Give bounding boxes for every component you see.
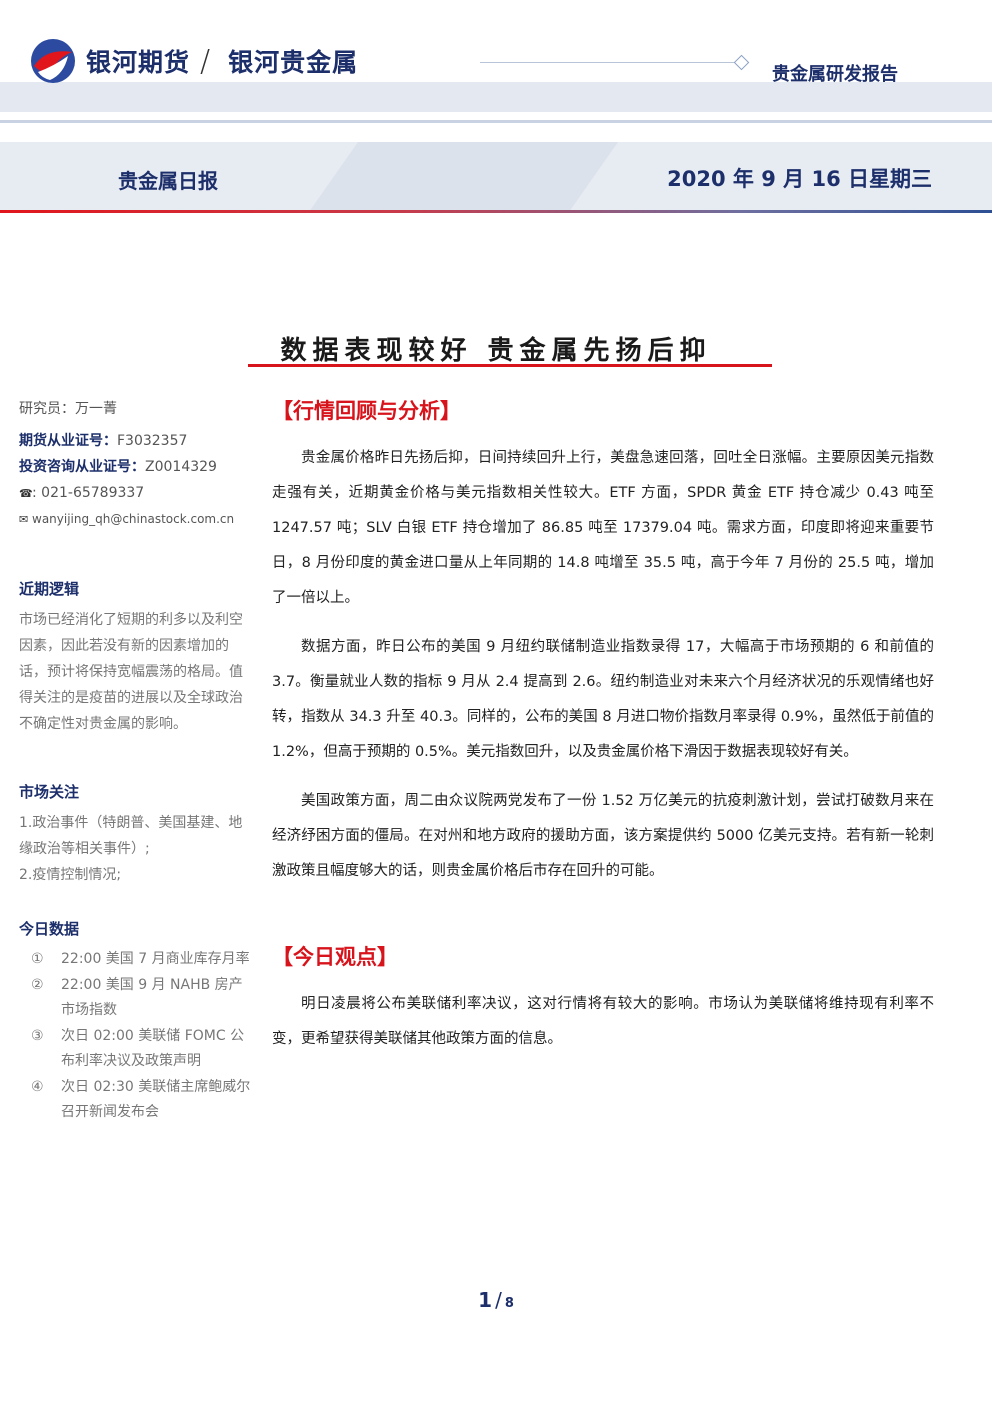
- researcher-label: 研究员：: [19, 401, 75, 417]
- header-divider: [0, 120, 992, 123]
- brand-name: 银河期货: [86, 48, 191, 77]
- sub-header-band: [0, 142, 992, 210]
- item-number: ②: [31, 977, 44, 993]
- page-current: 1: [478, 1288, 493, 1312]
- sub-brand-name: 银河贵金属: [228, 48, 359, 77]
- focus-item: 2.疫情控制情况;: [19, 867, 122, 883]
- futures-cert-number: F3032357: [117, 433, 188, 449]
- today-data-item: ② 22:00 美国 9 月 NAHB 房产市场指数: [19, 973, 251, 1023]
- email-line: ✉wanyijing_qh@chinastock.com.cn: [19, 508, 251, 534]
- invest-cert-label: 投资咨询从业证号：: [19, 459, 145, 475]
- researcher-line: 研究员：万一菁: [19, 398, 251, 424]
- page-separator: /: [495, 1288, 502, 1312]
- page-total: 8: [504, 1296, 514, 1311]
- logo-group: 银河期货 / 银河贵金属: [28, 36, 358, 86]
- item-text: 22:00 美国 9 月 NAHB 房产市场指数: [61, 977, 243, 1018]
- item-text: 次日 02:00 美联储 FOMC 公布利率决议及政策声明: [61, 1028, 245, 1069]
- brand-separator: /: [200, 43, 211, 79]
- main-content: 【行情回顾与分析】 贵金属价格昨日先扬后抑，日间持续回升上行，美盘急速回落，回吐…: [272, 395, 934, 1071]
- page-number: 1/8: [0, 1288, 992, 1312]
- phone-icon: ☎: [19, 487, 33, 500]
- header-band-shade: [0, 82, 992, 112]
- phone-line: ☎: 021-65789337: [19, 482, 251, 508]
- futures-cert-label: 期货从业证号：: [19, 433, 117, 449]
- today-data-heading: 今日数据: [19, 920, 80, 938]
- section-title-market-review: 【行情回顾与分析】: [272, 399, 461, 423]
- paragraph: 美国政策方面，周二由众议院两党发布了一份 1.52 万亿美元的抗疫刺激计划，尝试…: [272, 793, 934, 879]
- paragraph: 贵金属价格昨日先扬后抑，日间持续回升上行，美盘急速回落，回吐全日涨幅。主要原因美…: [272, 450, 934, 606]
- report-kind-label: 贵金属研发报告: [772, 64, 898, 85]
- header-decor-line: [480, 62, 735, 63]
- item-text: 22:00 美国 7 月商业库存月率: [61, 951, 250, 967]
- invest-cert-number: Z0014329: [145, 459, 217, 475]
- phone-number: : 021-65789337: [32, 485, 145, 501]
- logic-text: 市场已经消化了短期的利多以及利空因素，因此若没有新的因素增加的话，预计将保持宽幅…: [19, 612, 243, 732]
- today-data-item: ③ 次日 02:00 美联储 FOMC 公布利率决议及政策声明: [19, 1024, 251, 1074]
- today-data-item: ④ 次日 02:30 美联储主席鲍威尔召开新闻发布会: [19, 1075, 251, 1125]
- paragraph: 数据方面，昨日公布的美国 9 月纽约联储制造业指数录得 17，大幅高于市场预期的…: [272, 639, 934, 760]
- today-data-item: ① 22:00 美国 7 月商业库存月率: [19, 947, 251, 972]
- paragraph: 明日凌晨将公布美联储利率决议，这对行情将有较大的影响。市场认为美联储将维持现有利…: [272, 996, 934, 1047]
- galaxy-logo-icon: [31, 39, 75, 83]
- logic-heading: 近期逻辑: [19, 580, 80, 598]
- title-underline: [248, 364, 772, 367]
- item-number: ①: [31, 951, 44, 967]
- item-number: ④: [31, 1079, 44, 1095]
- mail-icon: ✉: [19, 513, 29, 526]
- sidebar: 研究员：万一菁 期货从业证号：F3032357 投资咨询从业证号：Z001432…: [19, 398, 251, 1126]
- focus-heading: 市场关注: [19, 783, 80, 801]
- futures-cert-line: 期货从业证号：F3032357: [19, 430, 251, 456]
- item-text: 次日 02:30 美联储主席鲍威尔召开新闻发布会: [61, 1079, 251, 1120]
- invest-cert-line: 投资咨询从业证号：Z0014329: [19, 456, 251, 482]
- report-date: 2020 年 9 月 16 日星期三: [667, 167, 932, 191]
- sub-header-gradient-line: [0, 210, 992, 213]
- researcher-name: 万一菁: [75, 401, 117, 417]
- page-title: 数据表现较好 贵金属先扬后抑: [280, 336, 712, 366]
- email-address[interactable]: wanyijing_qh@chinastock.com.cn: [32, 512, 235, 526]
- section-title-today-view: 【今日观点】: [272, 945, 398, 969]
- daily-report-label: 贵金属日报: [118, 169, 218, 193]
- focus-item: 1.政治事件（特朗普、美国基建、地缘政治等相关事件）;: [19, 815, 243, 857]
- item-number: ③: [31, 1028, 44, 1044]
